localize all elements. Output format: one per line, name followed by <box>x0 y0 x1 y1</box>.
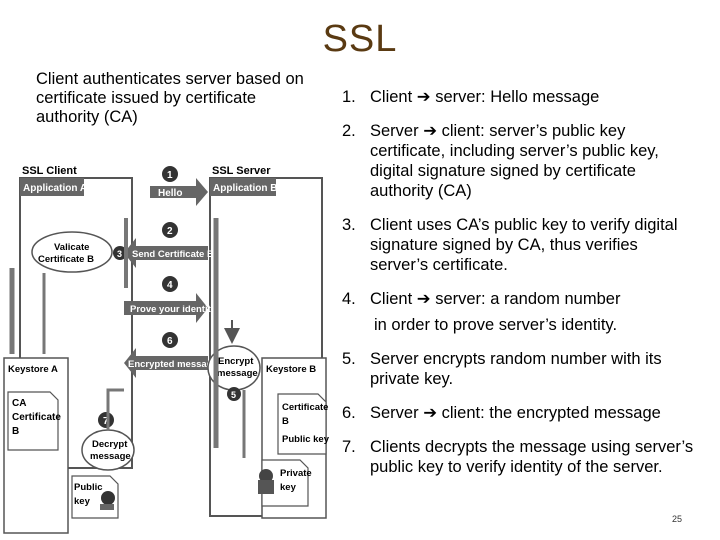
send-certificate-arrow <box>124 238 208 268</box>
marker-4 <box>162 276 178 292</box>
decrypt-label-1: Decrypt <box>92 439 128 450</box>
step-number: 1. <box>342 88 356 106</box>
marker-2-label: 2 <box>167 226 173 237</box>
step-text-pre: Client <box>370 88 417 106</box>
step-text: Client uses CA’s public key to verify di… <box>370 216 678 274</box>
application-a-box <box>20 178 84 196</box>
certificate-b-doc <box>277 393 327 455</box>
right-arrow-icon: ➔ <box>423 404 438 422</box>
flow-line-decrypt <box>106 388 124 430</box>
step-text-post: client: the encrypted message <box>437 404 661 422</box>
marker-7 <box>98 412 114 428</box>
validate-certificate-ellipse <box>31 231 113 273</box>
step-2: 2. Server ➔ client: server’s public key … <box>338 121 698 201</box>
ssl-server-label: SSL Server <box>212 165 271 177</box>
private-label-1: Private <box>280 468 312 479</box>
certificate-b-label-1: Certificate <box>282 402 328 413</box>
marker-3-label: 3 <box>117 249 122 259</box>
step-text: in order to prove server’s identity. <box>374 316 618 334</box>
right-arrow-icon: ➔ <box>416 290 431 308</box>
keystore-b-label: Keystore B <box>266 364 316 375</box>
step-number: 2. <box>342 122 356 140</box>
marker-6-label: 6 <box>167 336 173 347</box>
ca-label-3: B <box>12 426 19 437</box>
marker-7-label: 7 <box>103 416 109 427</box>
marker-8 <box>101 491 115 505</box>
encrypt-label-2: message <box>217 368 258 379</box>
hello-label: Hello <box>158 188 182 199</box>
right-arrow-icon: ➔ <box>423 122 438 140</box>
page-number: 25 <box>671 514 682 524</box>
validate-label-2: Certificate B <box>38 254 94 265</box>
decrypt-message-ellipse <box>81 429 135 471</box>
marker-4-label: 4 <box>167 280 173 291</box>
step-number: 4. <box>342 290 356 308</box>
steps-list: 1. Client ➔ server: Hello message 2. Ser… <box>338 87 698 491</box>
decrypt-label-2: message <box>90 451 131 462</box>
step-3: 3. Client uses CA’s public key to verify… <box>338 215 698 275</box>
hello-arrow <box>150 178 208 206</box>
marker-5-label: 5 <box>231 390 236 400</box>
step-text-post: server: a random number <box>430 290 621 308</box>
application-b-label: Application B <box>213 183 277 194</box>
send-certificate-label: Send Certificate B <box>132 249 214 260</box>
step-number: 3. <box>342 216 356 234</box>
lock-icon <box>259 469 273 483</box>
encrypted-message-label: Encrypted message <box>128 359 218 370</box>
step-4: 4. Client ➔ server: a random number <box>338 289 698 309</box>
keystore-a-label: Keystore A <box>8 364 58 375</box>
marker-1 <box>162 166 178 182</box>
certificate-b-label-2: B <box>282 416 289 427</box>
client-public-label-2: key <box>74 496 91 507</box>
application-b-box <box>210 178 276 196</box>
step-number: 7. <box>342 438 356 456</box>
ca-label-1: CA <box>12 398 26 409</box>
step-text-pre: Server <box>370 122 424 140</box>
intro-text: Client authenticates server based on cer… <box>36 70 304 126</box>
ca-label-2: Certificate <box>12 412 61 423</box>
step-7: 7. Clients decrypts the message using se… <box>338 437 698 477</box>
marker-6 <box>162 332 178 348</box>
marker-1-label: 1 <box>167 170 173 181</box>
public-key-label: Public key <box>282 434 330 445</box>
step-text: Clients decrypts the message using serve… <box>370 438 694 476</box>
private-key-doc <box>261 459 309 507</box>
application-a-label: Application A <box>23 183 87 194</box>
key-icon <box>100 504 114 510</box>
step-5: 5. Server encrypts random number with it… <box>338 349 698 389</box>
step-text-post: client: server’s public key certificate,… <box>370 122 659 200</box>
step-number: 5. <box>342 350 356 368</box>
validate-label-1: Valicate <box>54 242 89 253</box>
step-text-pre: Server <box>370 404 424 422</box>
client-public-label-1: Public <box>74 482 103 493</box>
ssl-handshake-diagram: SSL Client Application A SSL Server Appl… <box>3 165 330 534</box>
step-4-continued: in order to prove server’s identity. <box>338 315 698 335</box>
marker-3 <box>113 246 127 260</box>
right-arrow-icon: ➔ <box>416 88 431 106</box>
step-6: 6. Server ➔ client: the encrypted messag… <box>338 403 698 423</box>
private-label-2: key <box>280 482 297 493</box>
step-text: Server encrypts random number with its p… <box>370 350 662 388</box>
marker-5 <box>227 387 241 401</box>
prove-identity-arrow <box>124 293 208 323</box>
encrypt-label-1: Encrypt <box>218 356 254 367</box>
step-1: 1. Client ➔ server: Hello message <box>338 87 698 107</box>
slide-title: SSL <box>322 18 398 60</box>
encrypted-message-arrow <box>124 348 208 378</box>
ssl-client-label: SSL Client <box>22 165 77 177</box>
prove-identity-label: Prove your identity <box>130 304 217 315</box>
ca-certificate-doc <box>7 391 59 451</box>
step-text-post: server: Hello message <box>430 88 600 106</box>
step-number: 6. <box>342 404 356 422</box>
step-text-pre: Client <box>370 290 417 308</box>
marker-2 <box>162 222 178 238</box>
